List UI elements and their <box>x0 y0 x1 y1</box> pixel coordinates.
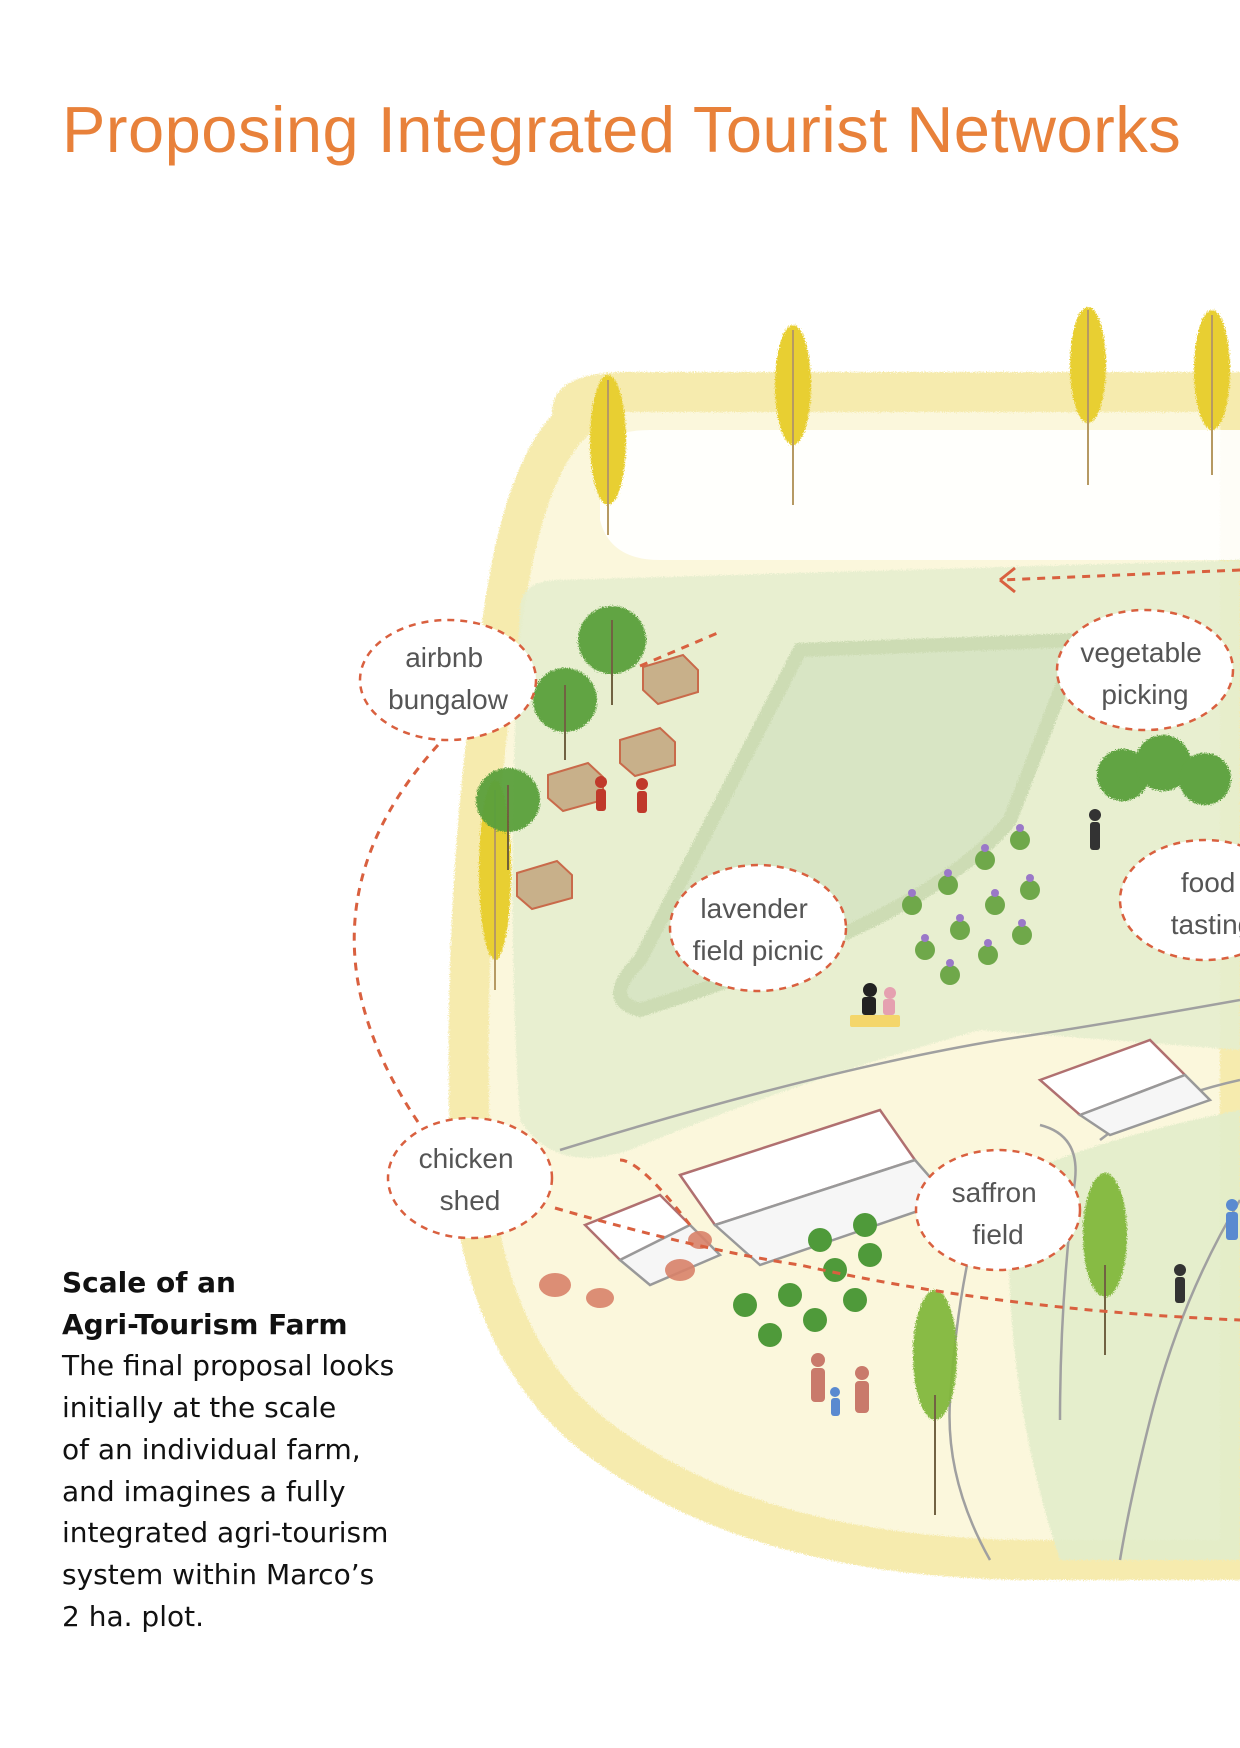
green-trees <box>476 606 1231 1515</box>
bubble-lavender-line-2: field picnic <box>693 935 824 966</box>
svg-text:food tasting: food tasting <box>1171 867 1240 940</box>
bubble-food-line-1: food <box>1181 867 1236 898</box>
bubble-chicken-line-1: chicken <box>419 1143 514 1174</box>
svg-text:airbnb bungalow: airbnb bungalow <box>388 642 509 715</box>
caption-body-line-4: and imagines a fully <box>62 1474 346 1508</box>
bubble-airbnb-line-1: airbnb <box>405 642 483 673</box>
svg-text:lavender field picnic: lavender field picnic <box>693 893 824 966</box>
caption-heading-line-1: Scale of an <box>62 1266 236 1299</box>
people-figures <box>595 776 1238 1416</box>
lavender-plants <box>902 824 1040 985</box>
svg-text:vegetable picking: vegetable picking <box>1080 637 1209 710</box>
dashed-route <box>352 568 1240 1322</box>
saffron-plants <box>733 1213 882 1347</box>
bubble-vegetable-picking: vegetable picking <box>1055 608 1235 732</box>
caption-block: Scale of an Agri-Tourism Farm The final … <box>62 1262 442 1637</box>
caption-body-line-5: integrated agri-tourism <box>62 1516 389 1550</box>
chickens <box>539 1231 712 1308</box>
caption-body-line-7: 2 ha. plot. <box>62 1599 204 1633</box>
caption-body-line-3: of an individual farm, <box>62 1432 361 1466</box>
page-title: Proposing Integrated Tourist Networks <box>62 93 1182 166</box>
bubble-chicken-shed: chicken shed <box>386 1116 554 1240</box>
bubble-saffron-line-1: saffron <box>952 1177 1037 1208</box>
bubble-vegetable-line-1: vegetable <box>1080 637 1201 668</box>
svg-text:chicken shed: chicken shed <box>419 1143 522 1216</box>
bubble-saffron-field: saffron field <box>914 1148 1082 1272</box>
route-arrow-head <box>999 566 1016 594</box>
caption-body-line-6: system within Marco’s <box>62 1557 375 1591</box>
caption-body-line-1: The final proposal looks <box>62 1349 395 1383</box>
svg-text:saffron field: saffron field <box>952 1177 1045 1250</box>
bubble-lavender-line-1: lavender <box>700 893 807 924</box>
caption-body-line-2: initially at the scale <box>62 1391 337 1425</box>
bubble-lavender-field-picnic: lavender field picnic <box>668 863 848 993</box>
bubble-food-line-2: tasting <box>1171 909 1240 940</box>
bubble-food-tasting: food tasting <box>1118 838 1240 962</box>
upper-clearing <box>600 430 1240 560</box>
bubble-chicken-line-2: shed <box>440 1185 501 1216</box>
bubble-airbnb-bungalow: airbnb bungalow <box>358 618 538 742</box>
farm-buildings <box>582 1038 1213 1287</box>
bubble-saffron-line-2: field <box>972 1219 1023 1250</box>
bungalows <box>516 653 699 911</box>
bubble-vegetable-line-2: picking <box>1101 679 1188 710</box>
caption-heading-line-2: Agri-Tourism Farm <box>62 1307 348 1341</box>
bubble-airbnb-line-2: bungalow <box>388 684 509 715</box>
